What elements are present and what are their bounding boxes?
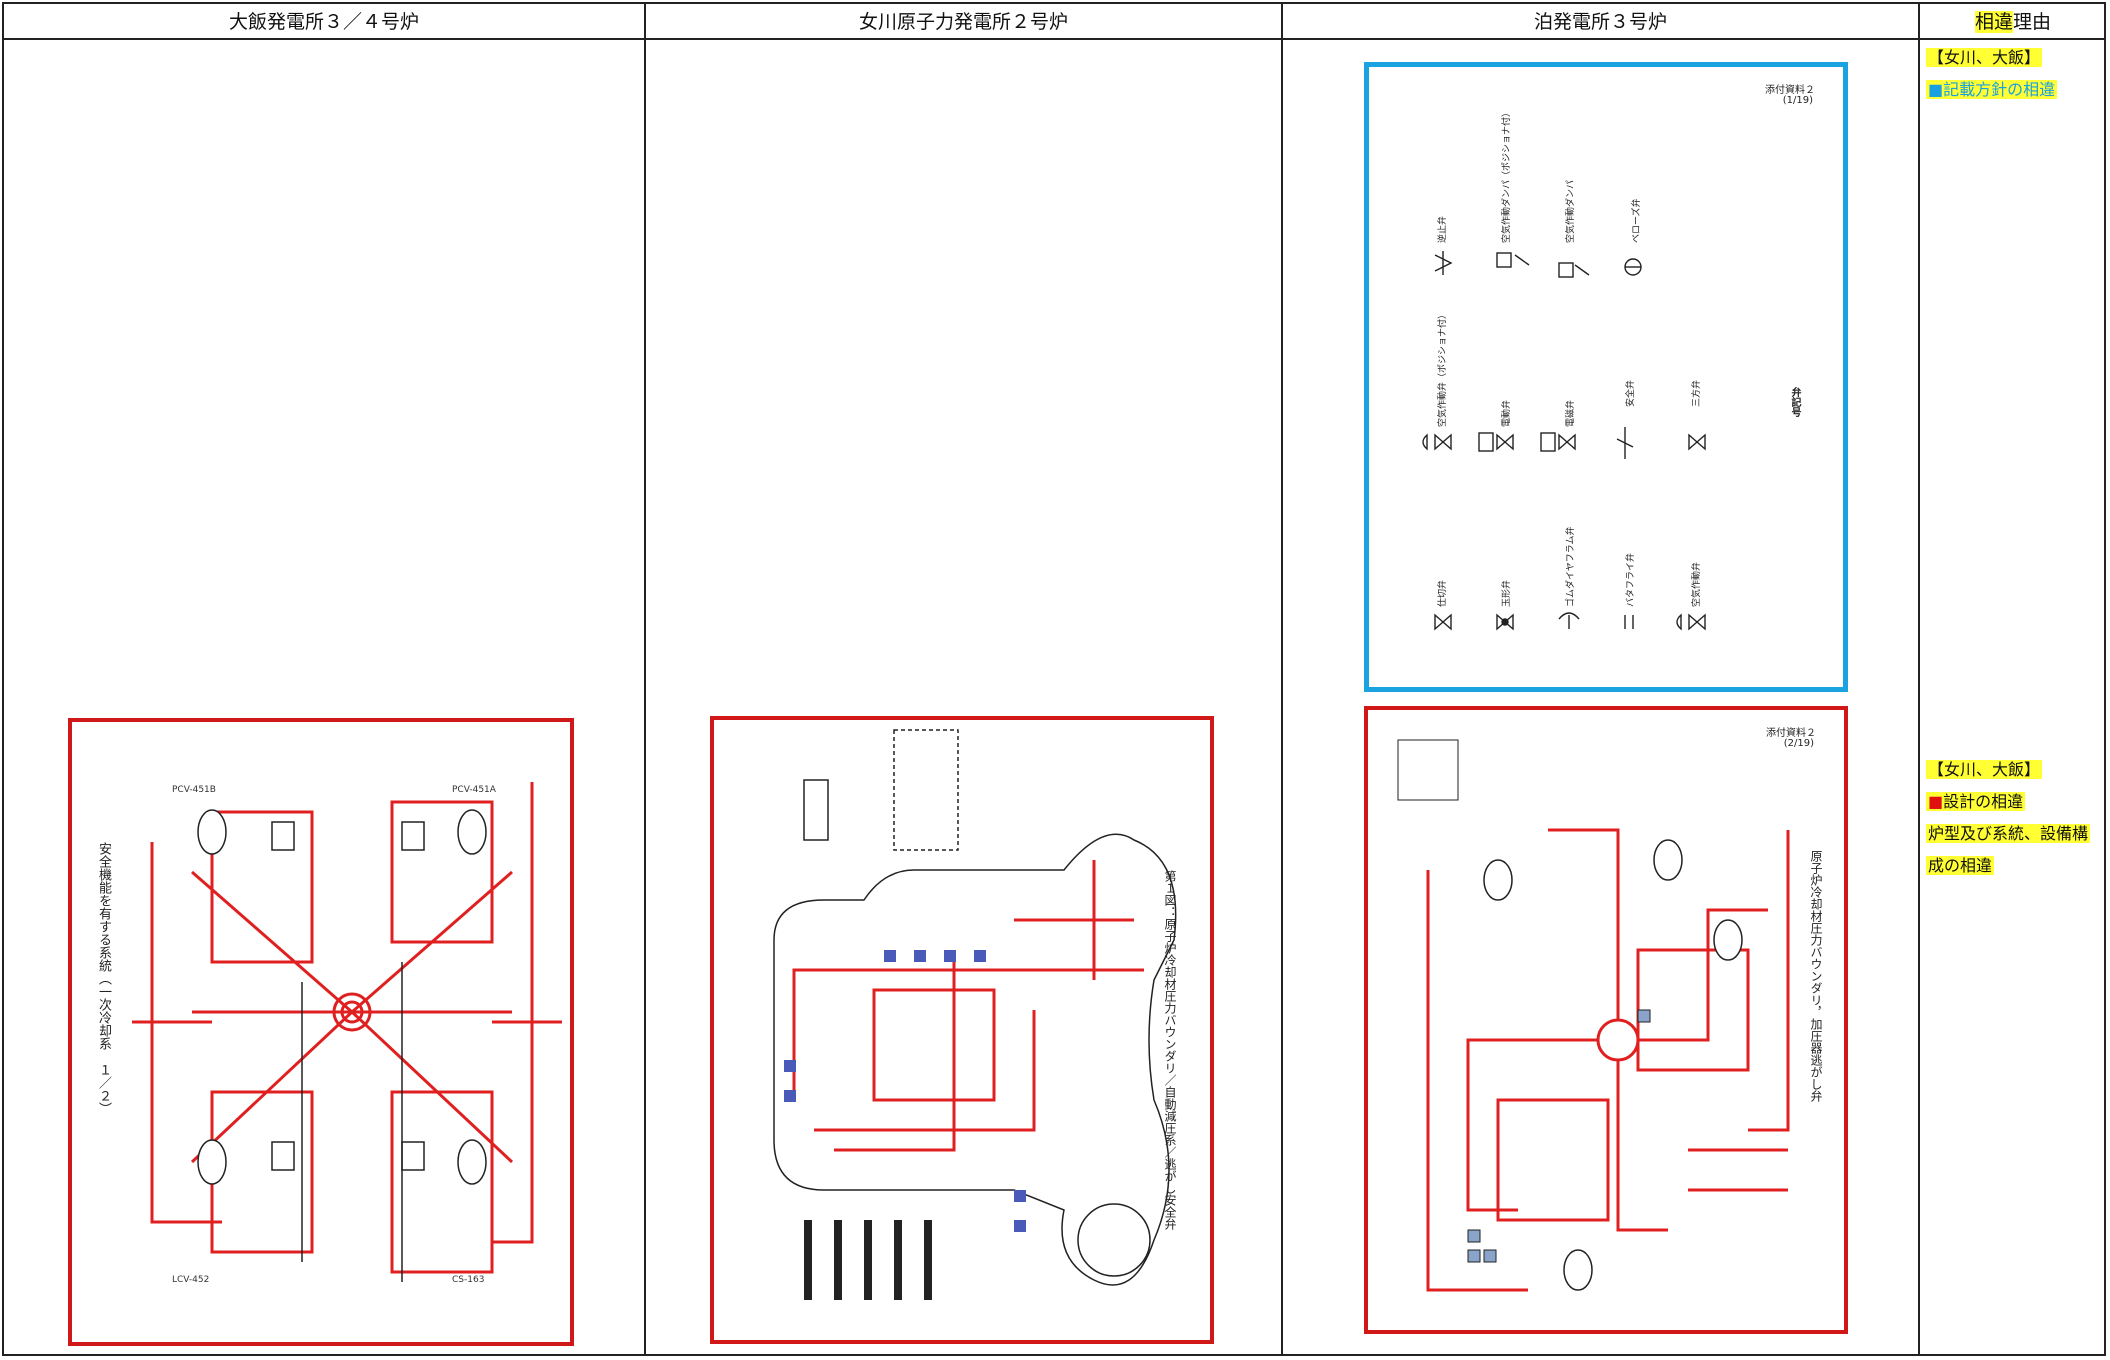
tomari-valve-legend-frame: 添付資料２ (1/19) 弁記号 仕切弁 玉形弁 <box>1364 62 1848 692</box>
onagawa-diagram-frame: 第１図：原子炉冷却材圧力バウンダリ／自動減圧系／逃がし安全弁 <box>710 716 1214 1344</box>
svg-text:LCV-452: LCV-452 <box>172 1275 209 1285</box>
tomari-piping-diagram <box>1397 739 1790 1292</box>
onagawa-piping-diagram <box>773 729 1177 1300</box>
svg-text:逆止弁: 逆止弁 <box>1436 216 1448 243</box>
col-divider-3 <box>1918 4 1920 1354</box>
note2-line2: 設計の相違 <box>1943 792 2024 811</box>
diagram-page-number: (2/19) <box>1783 738 1814 749</box>
svg-text:PCV-451B: PCV-451B <box>172 785 216 795</box>
reason-note-1: 【女川、大飯】 ■記載方針の相違 <box>1926 42 2058 106</box>
reason-note-2: 【女川、大飯】 ■設計の相違 炉型及び系統、設備構 成の相違 <box>1926 754 2091 882</box>
svg-text:ゴムダイヤフラム弁: ゴムダイヤフラム弁 <box>1564 527 1576 607</box>
ohi-caption: 安全機能を有する系統（一次冷却系 １／２） <box>96 842 111 1115</box>
tomari-diagram-frame: 添付資料２ (2/19) <box>1364 706 1848 1334</box>
legend-page-number: (1/19) <box>1782 95 1813 106</box>
svg-text:安全弁: 安全弁 <box>1624 380 1636 407</box>
svg-text:仕切弁: 仕切弁 <box>1436 580 1448 607</box>
diagram-attachment-tag: 添付資料２ <box>1766 728 1816 739</box>
legend-title: 弁記号 <box>1789 387 1800 417</box>
note2-line1: 【女川、大飯】 <box>1926 760 2043 779</box>
legend-attachment-tag: 添付資料２ <box>1765 85 1815 96</box>
note1-line2: 記載方針の相違 <box>1943 80 2056 99</box>
svg-text:バタフライ弁: バタフライ弁 <box>1624 553 1636 607</box>
ohi-diagram-frame: PCV-451B PCV-451A LCV-452 CS-163 安全機能を有する系… <box>68 718 574 1346</box>
svg-text:三方弁: 三方弁 <box>1690 380 1702 407</box>
svg-text:PCV-451A: PCV-451A <box>452 785 497 795</box>
column-header-ohi: 大飯発電所３／４号炉 <box>228 11 419 33</box>
column-header-onagawa: 女川原子力発電所２号炉 <box>858 11 1068 33</box>
column-header-tomari: 泊発電所３号炉 <box>1533 11 1667 33</box>
column-header-reason: 相違理由 <box>1920 4 2106 38</box>
col-divider-1 <box>644 4 646 1354</box>
svg-text:電動弁: 電動弁 <box>1500 400 1512 427</box>
svg-text:CS-163: CS-163 <box>452 1275 484 1285</box>
note2-line4: 成の相違 <box>1926 856 1995 875</box>
tomari-diagram-caption: 原子炉冷却材圧力バウンダリ，加圧器逃がし弁 <box>1809 850 1823 1102</box>
red-square-icon: ■ <box>1928 792 1944 811</box>
svg-text:ベローズ弁: ベローズ弁 <box>1630 198 1642 243</box>
header-rest: 理由 <box>2013 11 2052 33</box>
svg-text:電磁弁: 電磁弁 <box>1564 400 1576 427</box>
header-divider <box>4 38 2104 40</box>
col-divider-2 <box>1281 4 1283 1354</box>
svg-text:空気作動ダンパ（ポジショナ付）: 空気作動ダンパ（ポジショナ付） <box>1500 108 1512 243</box>
svg-text:空気作動ダンパ: 空気作動ダンパ <box>1564 180 1576 243</box>
valve-symbol-legend: 仕切弁 玉形弁 ゴムダイヤフラム弁 バタフライ弁 空気作動弁 空気作動弁（ポジシ… <box>1422 108 1706 631</box>
svg-text:玉形弁: 玉形弁 <box>1500 580 1512 607</box>
svg-text:空気作動弁: 空気作動弁 <box>1690 562 1702 607</box>
svg-text:空気作動弁（ポジショナ付）: 空気作動弁（ポジショナ付） <box>1436 310 1448 427</box>
note1-line1: 【女川、大飯】 <box>1926 48 2043 67</box>
ohi-piping-diagram: PCV-451B PCV-451A LCV-452 CS-163 <box>132 782 562 1285</box>
blue-square-icon: ■ <box>1928 80 1944 99</box>
header-highlight: 相違 <box>1974 11 2013 33</box>
note2-line3: 炉型及び系統、設備構 <box>1926 824 2091 843</box>
onagawa-caption: 第１図：原子炉冷却材圧力バウンダリ／自動減圧系／逃がし安全弁 <box>1163 870 1177 1230</box>
